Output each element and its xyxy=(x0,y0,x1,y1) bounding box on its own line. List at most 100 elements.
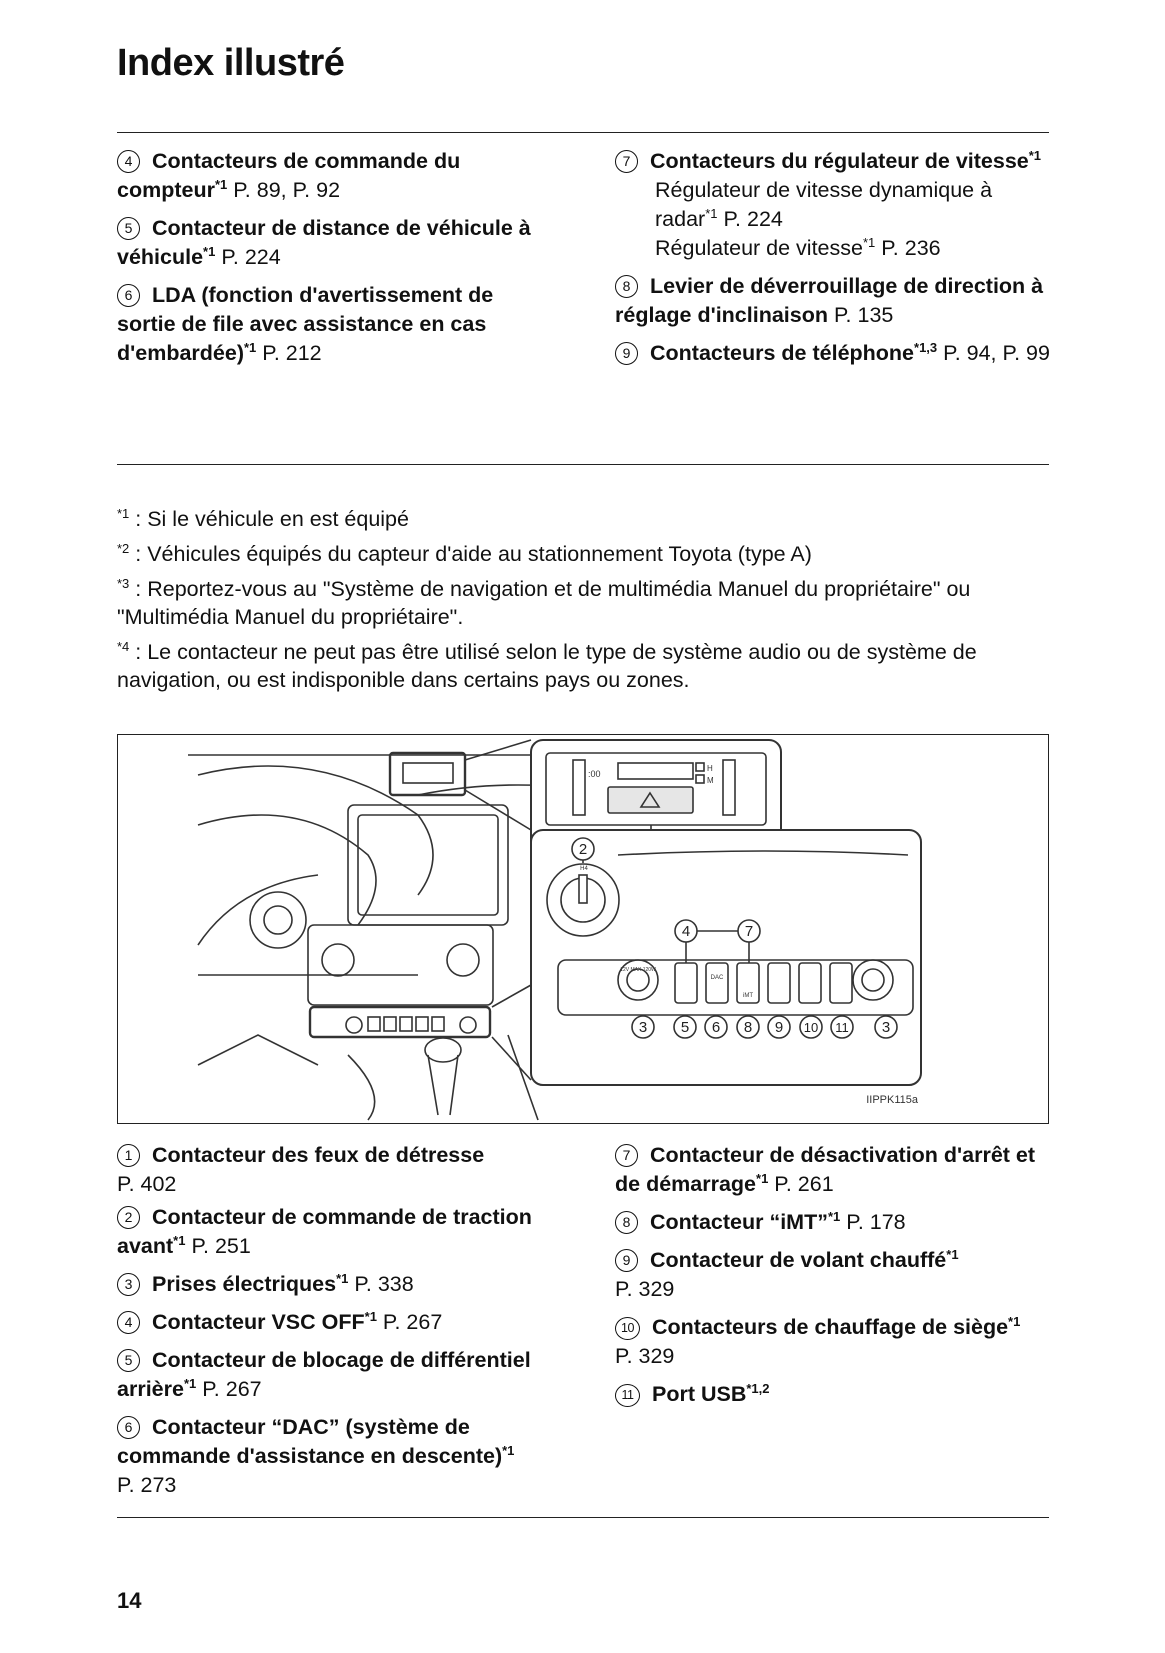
panel-contour xyxy=(617,850,909,856)
usb-port xyxy=(829,962,853,1004)
footnote-ref: *1 xyxy=(502,1443,515,1458)
tiny-switch xyxy=(399,1016,413,1032)
footnote-ref: *1 xyxy=(214,177,228,192)
callout-line-top xyxy=(464,739,532,761)
footnotes: *1 : Si le véhicule en est équipé *2 : V… xyxy=(117,505,1057,701)
page-reference[interactable]: P. 212 xyxy=(256,341,322,365)
page-reference[interactable]: P. 329 xyxy=(615,1344,675,1368)
callout-circle xyxy=(704,1015,728,1039)
callout-circle xyxy=(631,1015,655,1039)
item-number: 11 xyxy=(615,1384,640,1407)
power-socket-right-inner xyxy=(861,968,885,992)
hazard-switch-area xyxy=(388,751,467,797)
page-reference[interactable]: P. 329 xyxy=(615,1277,675,1301)
multimedia-screen-inner xyxy=(357,814,499,916)
tiny-switch xyxy=(431,1016,445,1032)
item-number: 9 xyxy=(615,342,638,365)
hazard-button xyxy=(607,786,694,814)
page-reference[interactable]: P. 224 xyxy=(717,207,783,231)
callout-circle xyxy=(799,1015,823,1039)
item-number: 6 xyxy=(117,284,140,307)
console-line-right xyxy=(507,1034,539,1121)
callout-label: 10 xyxy=(804,1020,818,1035)
cruise-control-subitems: Régulateur de vitesse dynamique à radar*… xyxy=(655,176,1055,263)
callout-label: 5 xyxy=(681,1019,689,1036)
item-number: 4 xyxy=(117,150,140,173)
page-reference[interactable]: P. 224 xyxy=(215,245,281,269)
dac-label: DAC xyxy=(711,975,724,981)
clock-window xyxy=(617,762,694,780)
gear-shifter xyxy=(427,1054,459,1116)
footnote-2: *2 : Véhicules équipés du capteur d'aide… xyxy=(117,540,1057,568)
footnote-mark: *2 xyxy=(117,541,130,556)
page-reference[interactable]: P. 338 xyxy=(348,1272,414,1296)
steering-wheel-spoke xyxy=(197,874,319,946)
tiny-socket xyxy=(459,1016,477,1034)
tiny-switch xyxy=(415,1016,429,1032)
page-reference[interactable]: P. 273 xyxy=(117,1473,177,1497)
callout-label: 11 xyxy=(835,1020,849,1035)
page-reference[interactable]: P. 236 xyxy=(875,236,941,260)
callout-line-bottom-2 xyxy=(491,1036,532,1081)
footnote-text: : Reportez-vous au "Système de navigatio… xyxy=(117,577,971,629)
page-reference[interactable]: P. 402 xyxy=(117,1172,177,1196)
entry-title: Prises électriques xyxy=(152,1272,337,1296)
4wd-knob-grip xyxy=(578,874,588,904)
callout-label: 9 xyxy=(775,1019,783,1036)
footnote-mark: *3 xyxy=(117,576,130,591)
callout-label: 3 xyxy=(639,1019,647,1036)
figure-code: IIPPK115a xyxy=(866,1094,919,1106)
page-reference[interactable]: P. 261 xyxy=(768,1172,834,1196)
callout-line-bottom xyxy=(491,984,532,1008)
page-reference[interactable]: P. 94, P. 99 xyxy=(937,341,1050,365)
h-label: H xyxy=(707,764,713,773)
entry-title: Contacteur de commande de traction avant xyxy=(117,1205,532,1258)
subitem-radar-cruise: Régulateur de vitesse dynamique à radar*… xyxy=(655,176,1055,234)
page-reference[interactable]: P. 267 xyxy=(196,1377,262,1401)
item-number: 8 xyxy=(615,275,638,298)
footnote-3: *3 : Reportez-vous au "Système de naviga… xyxy=(117,575,1057,631)
hazard-console xyxy=(545,752,767,826)
footnote-ref: *1 xyxy=(173,1233,186,1248)
item-number: 8 xyxy=(615,1211,638,1234)
footnote-ref: *1,3 xyxy=(914,340,938,355)
switch-dac xyxy=(705,962,729,1004)
page-title: Index illustré xyxy=(117,42,345,84)
clock-display: :00 xyxy=(588,769,601,779)
divider-middle xyxy=(117,464,1049,465)
item-number: 4 xyxy=(117,1311,140,1334)
multimedia-screen xyxy=(347,804,509,926)
vent-left xyxy=(572,759,586,816)
page-reference[interactable]: P. 267 xyxy=(376,1310,443,1334)
footnote-ref: *1 xyxy=(183,1376,197,1391)
page-reference[interactable]: P. 251 xyxy=(185,1234,251,1258)
tiny-switch xyxy=(367,1016,381,1032)
4wd-knob-mark: H4 xyxy=(580,866,588,872)
tiny-switch xyxy=(383,1016,397,1032)
callout-circle xyxy=(673,1015,697,1039)
page-reference[interactable]: P. 89, P. 92 xyxy=(227,178,341,202)
item-number: 1 xyxy=(117,1144,140,1167)
footnote-text: : Le contacteur ne peut pas être utilisé… xyxy=(117,640,977,692)
footnote-ref: *1,2 xyxy=(746,1381,770,1396)
m-indicator xyxy=(695,774,705,784)
page-reference[interactable]: P. 178 xyxy=(840,1210,906,1234)
footnote-1: *1 : Si le véhicule en est équipé xyxy=(117,505,1057,533)
entry-title: Contacteur de désactivation d'arrêt et d… xyxy=(615,1143,1036,1196)
page-reference[interactable]: P. 135 xyxy=(828,303,894,327)
footnote-text: : Véhicules équipés du capteur d'aide au… xyxy=(129,542,812,566)
footnote-ref: *1 xyxy=(243,340,257,355)
page-number: 14 xyxy=(117,1588,142,1613)
entry-title: Contacteur “DAC” (système de commande d'… xyxy=(117,1415,503,1468)
entry-title: Contacteurs de commande du compteur xyxy=(117,149,461,202)
subitem-text: Régulateur de vitesse xyxy=(655,236,863,260)
switch-block xyxy=(557,959,914,1016)
entry-title: Contacteur des feux de détresse xyxy=(152,1143,485,1167)
